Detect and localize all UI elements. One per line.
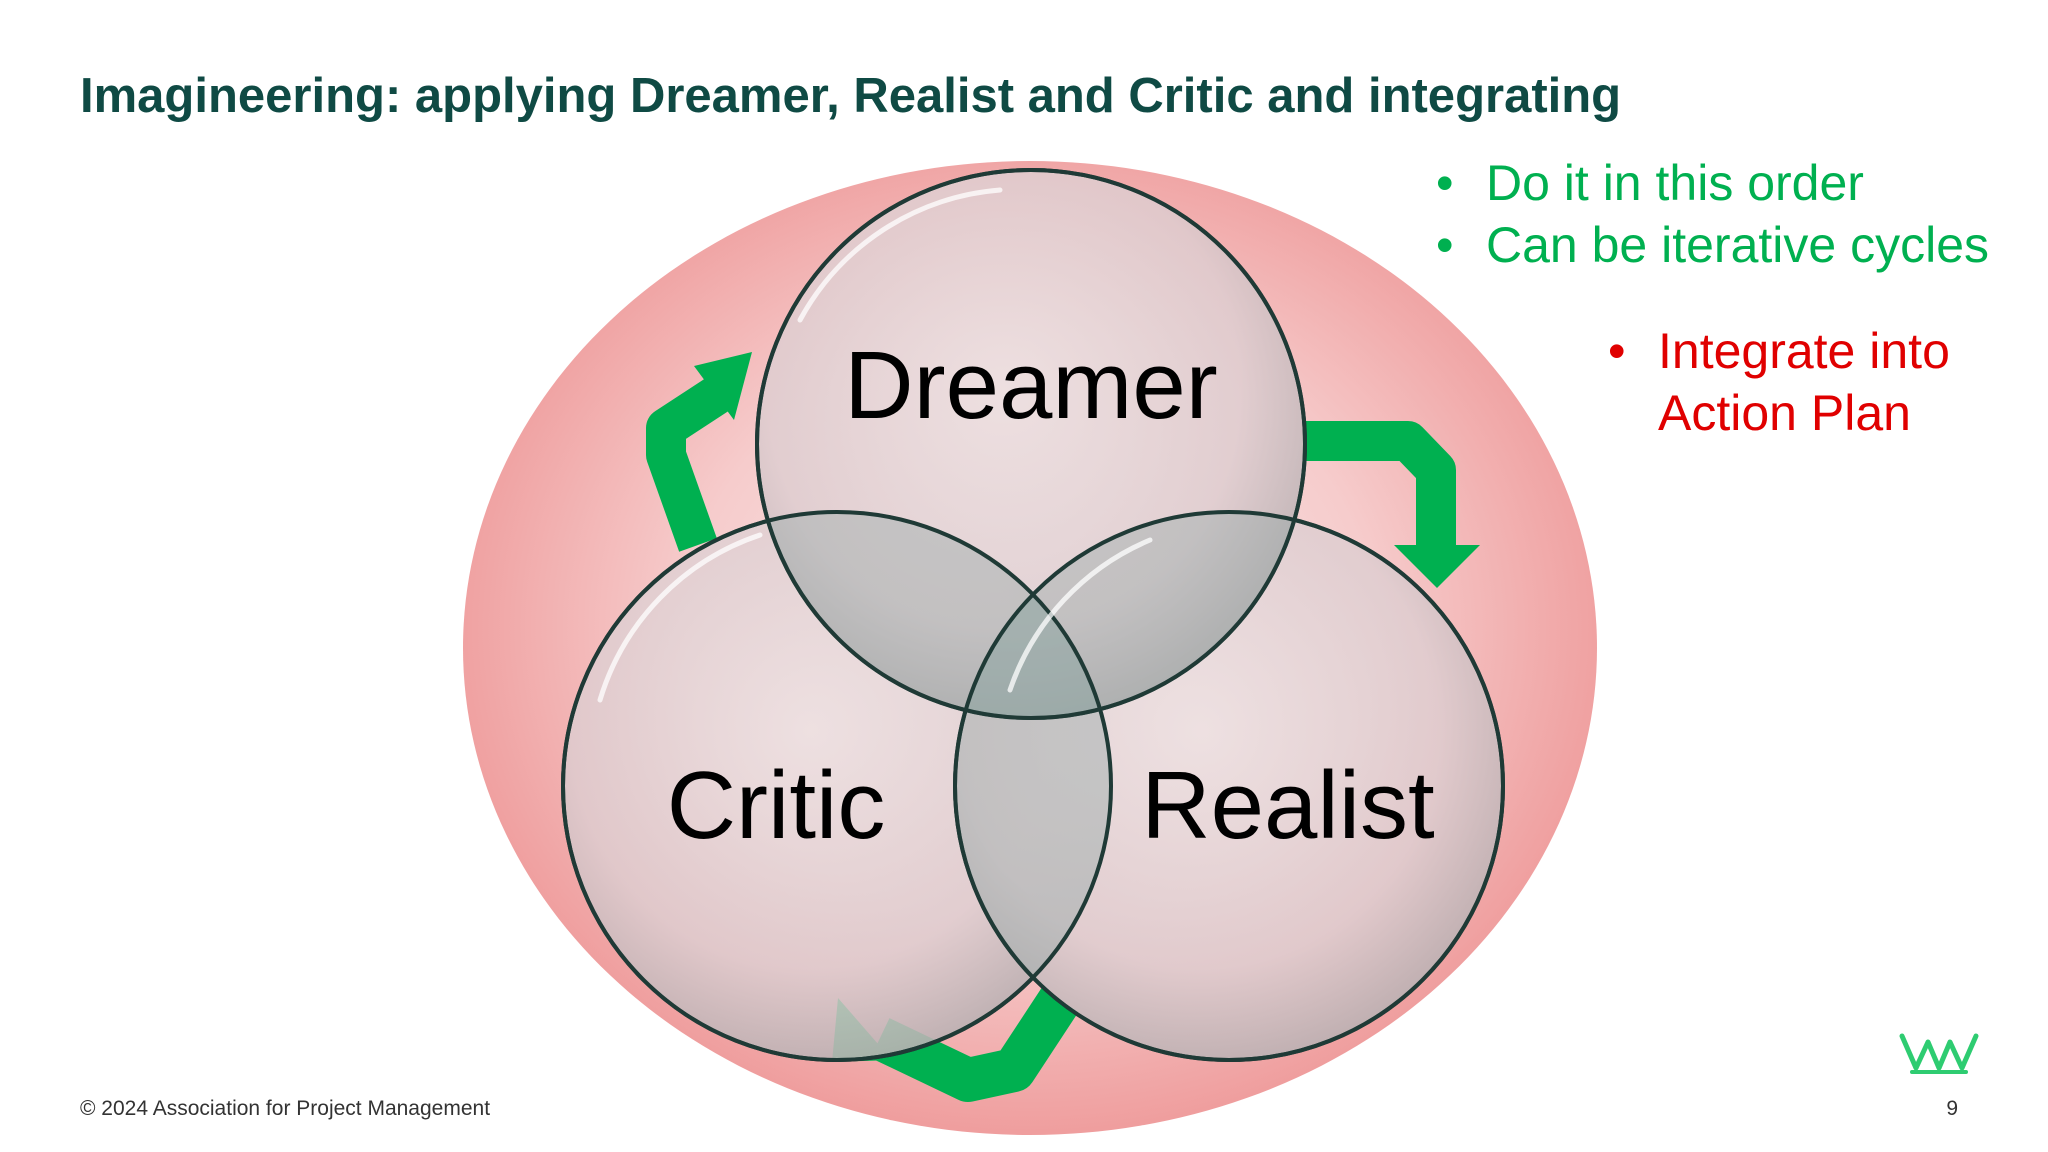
bullet-iterative-cycles: • Can be iterative cycles bbox=[1436, 217, 1990, 273]
label-dreamer: Dreamer bbox=[844, 332, 1217, 439]
arrow-critic-to-dreamer-icon bbox=[646, 377, 729, 552]
bullet-do-it-in-order: • Do it in this order bbox=[1436, 155, 1864, 211]
crown-icon bbox=[1899, 1033, 1979, 1074]
red-bullet-list: • Integrate into Action Plan bbox=[1608, 320, 1950, 444]
page-number: 9 bbox=[1946, 1097, 1958, 1120]
bullet-integrate-action-plan: • Integrate into Action Plan bbox=[1608, 323, 1950, 441]
arrow-critic-to-dreamer-head-icon bbox=[694, 352, 752, 420]
arrow-realist-to-critic-icon bbox=[870, 987, 1079, 1102]
arrow-dreamer-to-realist-icon bbox=[1305, 421, 1456, 548]
footer-copyright: © 2024 Association for Project Managemen… bbox=[80, 1097, 491, 1120]
label-realist: Realist bbox=[1141, 752, 1434, 859]
label-critic: Critic bbox=[667, 752, 886, 859]
page-title: Imagineering: applying Dreamer, Realist … bbox=[80, 69, 1622, 123]
green-bullet-list: • Do it in this order • Can be iterative… bbox=[1436, 152, 1989, 276]
arrow-dreamer-to-realist-head-icon bbox=[1394, 545, 1480, 588]
